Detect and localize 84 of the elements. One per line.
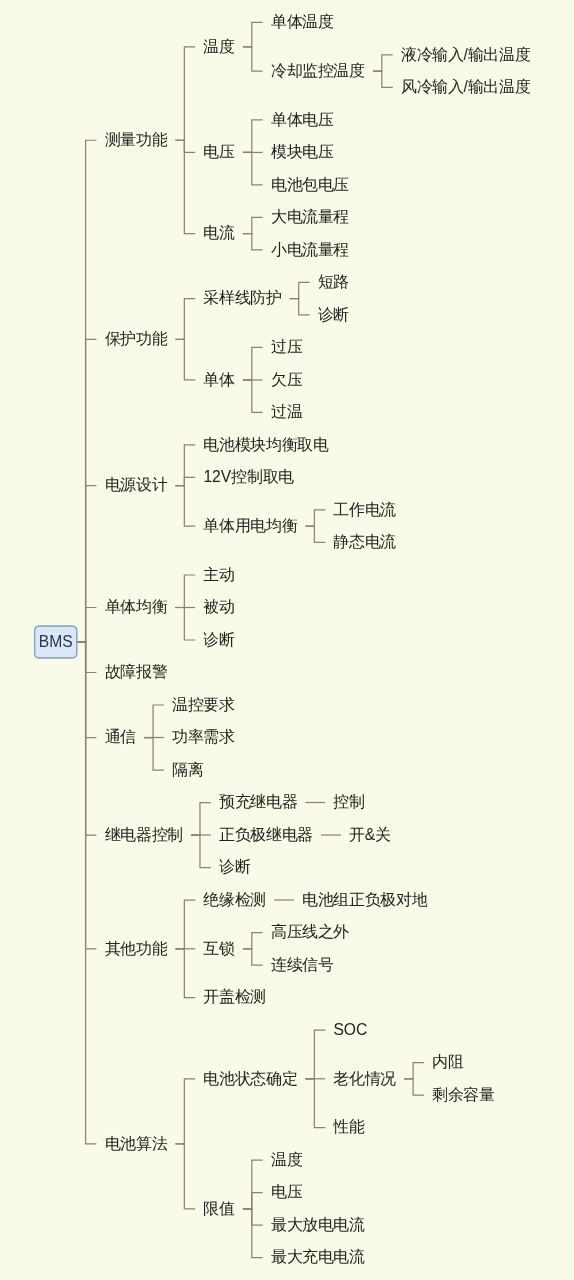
- node-text: 电源设计: [105, 476, 168, 494]
- connector: [190, 834, 212, 869]
- node-text: 正负极继电器: [219, 825, 314, 844]
- node-text: 互锁: [203, 939, 236, 957]
- node-text: 温控要求: [172, 695, 236, 714]
- node-text: 液冷输入/输出温度: [401, 45, 531, 63]
- node-text: 绝缘检测: [203, 890, 267, 909]
- node-text: 电流: [203, 224, 236, 242]
- connector: [175, 139, 197, 235]
- node-text: 电池状态确定: [203, 1069, 298, 1087]
- connector: [289, 298, 311, 316]
- node-text: 通信: [105, 728, 137, 746]
- connector: [242, 233, 264, 251]
- connector: [242, 379, 264, 414]
- node-text: SOC: [333, 1020, 368, 1039]
- connector: [242, 46, 264, 72]
- node-text: 内阻: [432, 1053, 464, 1071]
- node-text: 高压线之外: [271, 923, 350, 941]
- node-text: 诊断: [219, 858, 251, 876]
- node-text: 电池算法: [105, 1134, 168, 1152]
- node-text: 静态电流: [333, 533, 397, 551]
- node-text: 短路: [318, 273, 350, 291]
- node-text: 欠压: [271, 370, 303, 388]
- node-text: 被动: [203, 598, 236, 616]
- node-text: 老化情况: [333, 1069, 397, 1087]
- node-text: 限值: [203, 1199, 236, 1217]
- connector: [274, 899, 295, 901]
- node-text: 开&关: [349, 825, 392, 844]
- connector: [305, 1078, 327, 1129]
- node-text: 最大放电电流: [271, 1215, 366, 1234]
- node-text: 过温: [271, 403, 303, 421]
- node-text: 其他功能: [105, 939, 168, 957]
- connector: [175, 606, 197, 641]
- connector: [76, 641, 98, 1145]
- connector: [175, 485, 197, 527]
- node-text: 继电器控制: [105, 825, 184, 844]
- node-text: 预充继电器: [219, 793, 298, 811]
- node-text: 单体: [203, 370, 236, 388]
- node-text: 单体用电均衡: [203, 516, 298, 535]
- node-text: 单体均衡: [105, 598, 168, 616]
- connector: [242, 151, 264, 186]
- connector: [242, 948, 264, 966]
- connector: [305, 801, 327, 804]
- node-text: 电池组正负极对地: [302, 890, 428, 909]
- node-text: 功率需求: [172, 728, 236, 746]
- connector: [175, 338, 197, 381]
- connector: [305, 525, 327, 544]
- node-text: 单体电压: [271, 110, 334, 128]
- node-text: 隔离: [172, 760, 204, 779]
- node-text: 电压: [271, 1183, 303, 1201]
- node-text: 12V控制取电: [203, 468, 295, 486]
- node-text: 电池模块均衡取电: [203, 435, 329, 453]
- node-text: 温度: [271, 1150, 303, 1169]
- node-text: 故障报警: [105, 663, 168, 681]
- node-text: 开盖检测: [203, 988, 267, 1006]
- connector: [372, 70, 394, 89]
- node-text: 风冷输入/输出温度: [401, 78, 531, 96]
- node-text: 诊断: [318, 305, 350, 323]
- connector: [175, 1143, 197, 1210]
- connector: [404, 1078, 425, 1096]
- node-text: 模块电压: [271, 143, 334, 161]
- node-text: 连续信号: [271, 955, 334, 974]
- connector: [144, 736, 165, 771]
- node-text: 采样线防护: [203, 289, 283, 307]
- node-text: 小电流量程: [271, 240, 350, 258]
- node-text: 诊断: [203, 630, 236, 649]
- node-text: 测量功能: [105, 131, 168, 149]
- node-text: 过压: [271, 338, 303, 356]
- node-text: 冷却监控温度: [271, 61, 366, 80]
- node-text: 工作电流: [333, 500, 397, 519]
- node-text: 单体温度: [271, 13, 334, 31]
- node-text: 剩余容量: [432, 1085, 496, 1104]
- node-text: 性能: [333, 1118, 366, 1136]
- node-text: 温度: [203, 37, 236, 55]
- node-text: 主动: [203, 565, 236, 584]
- node-text: 电压: [203, 143, 236, 161]
- node-text: 控制: [333, 793, 366, 811]
- connector: [175, 948, 197, 999]
- connector: [320, 834, 342, 836]
- node-text: 电池包电压: [271, 175, 350, 193]
- node-text: 最大充电电流: [271, 1248, 366, 1266]
- node-text: 保护功能: [105, 330, 168, 348]
- connector: [242, 1208, 264, 1259]
- node-text: 大电流量程: [271, 208, 350, 226]
